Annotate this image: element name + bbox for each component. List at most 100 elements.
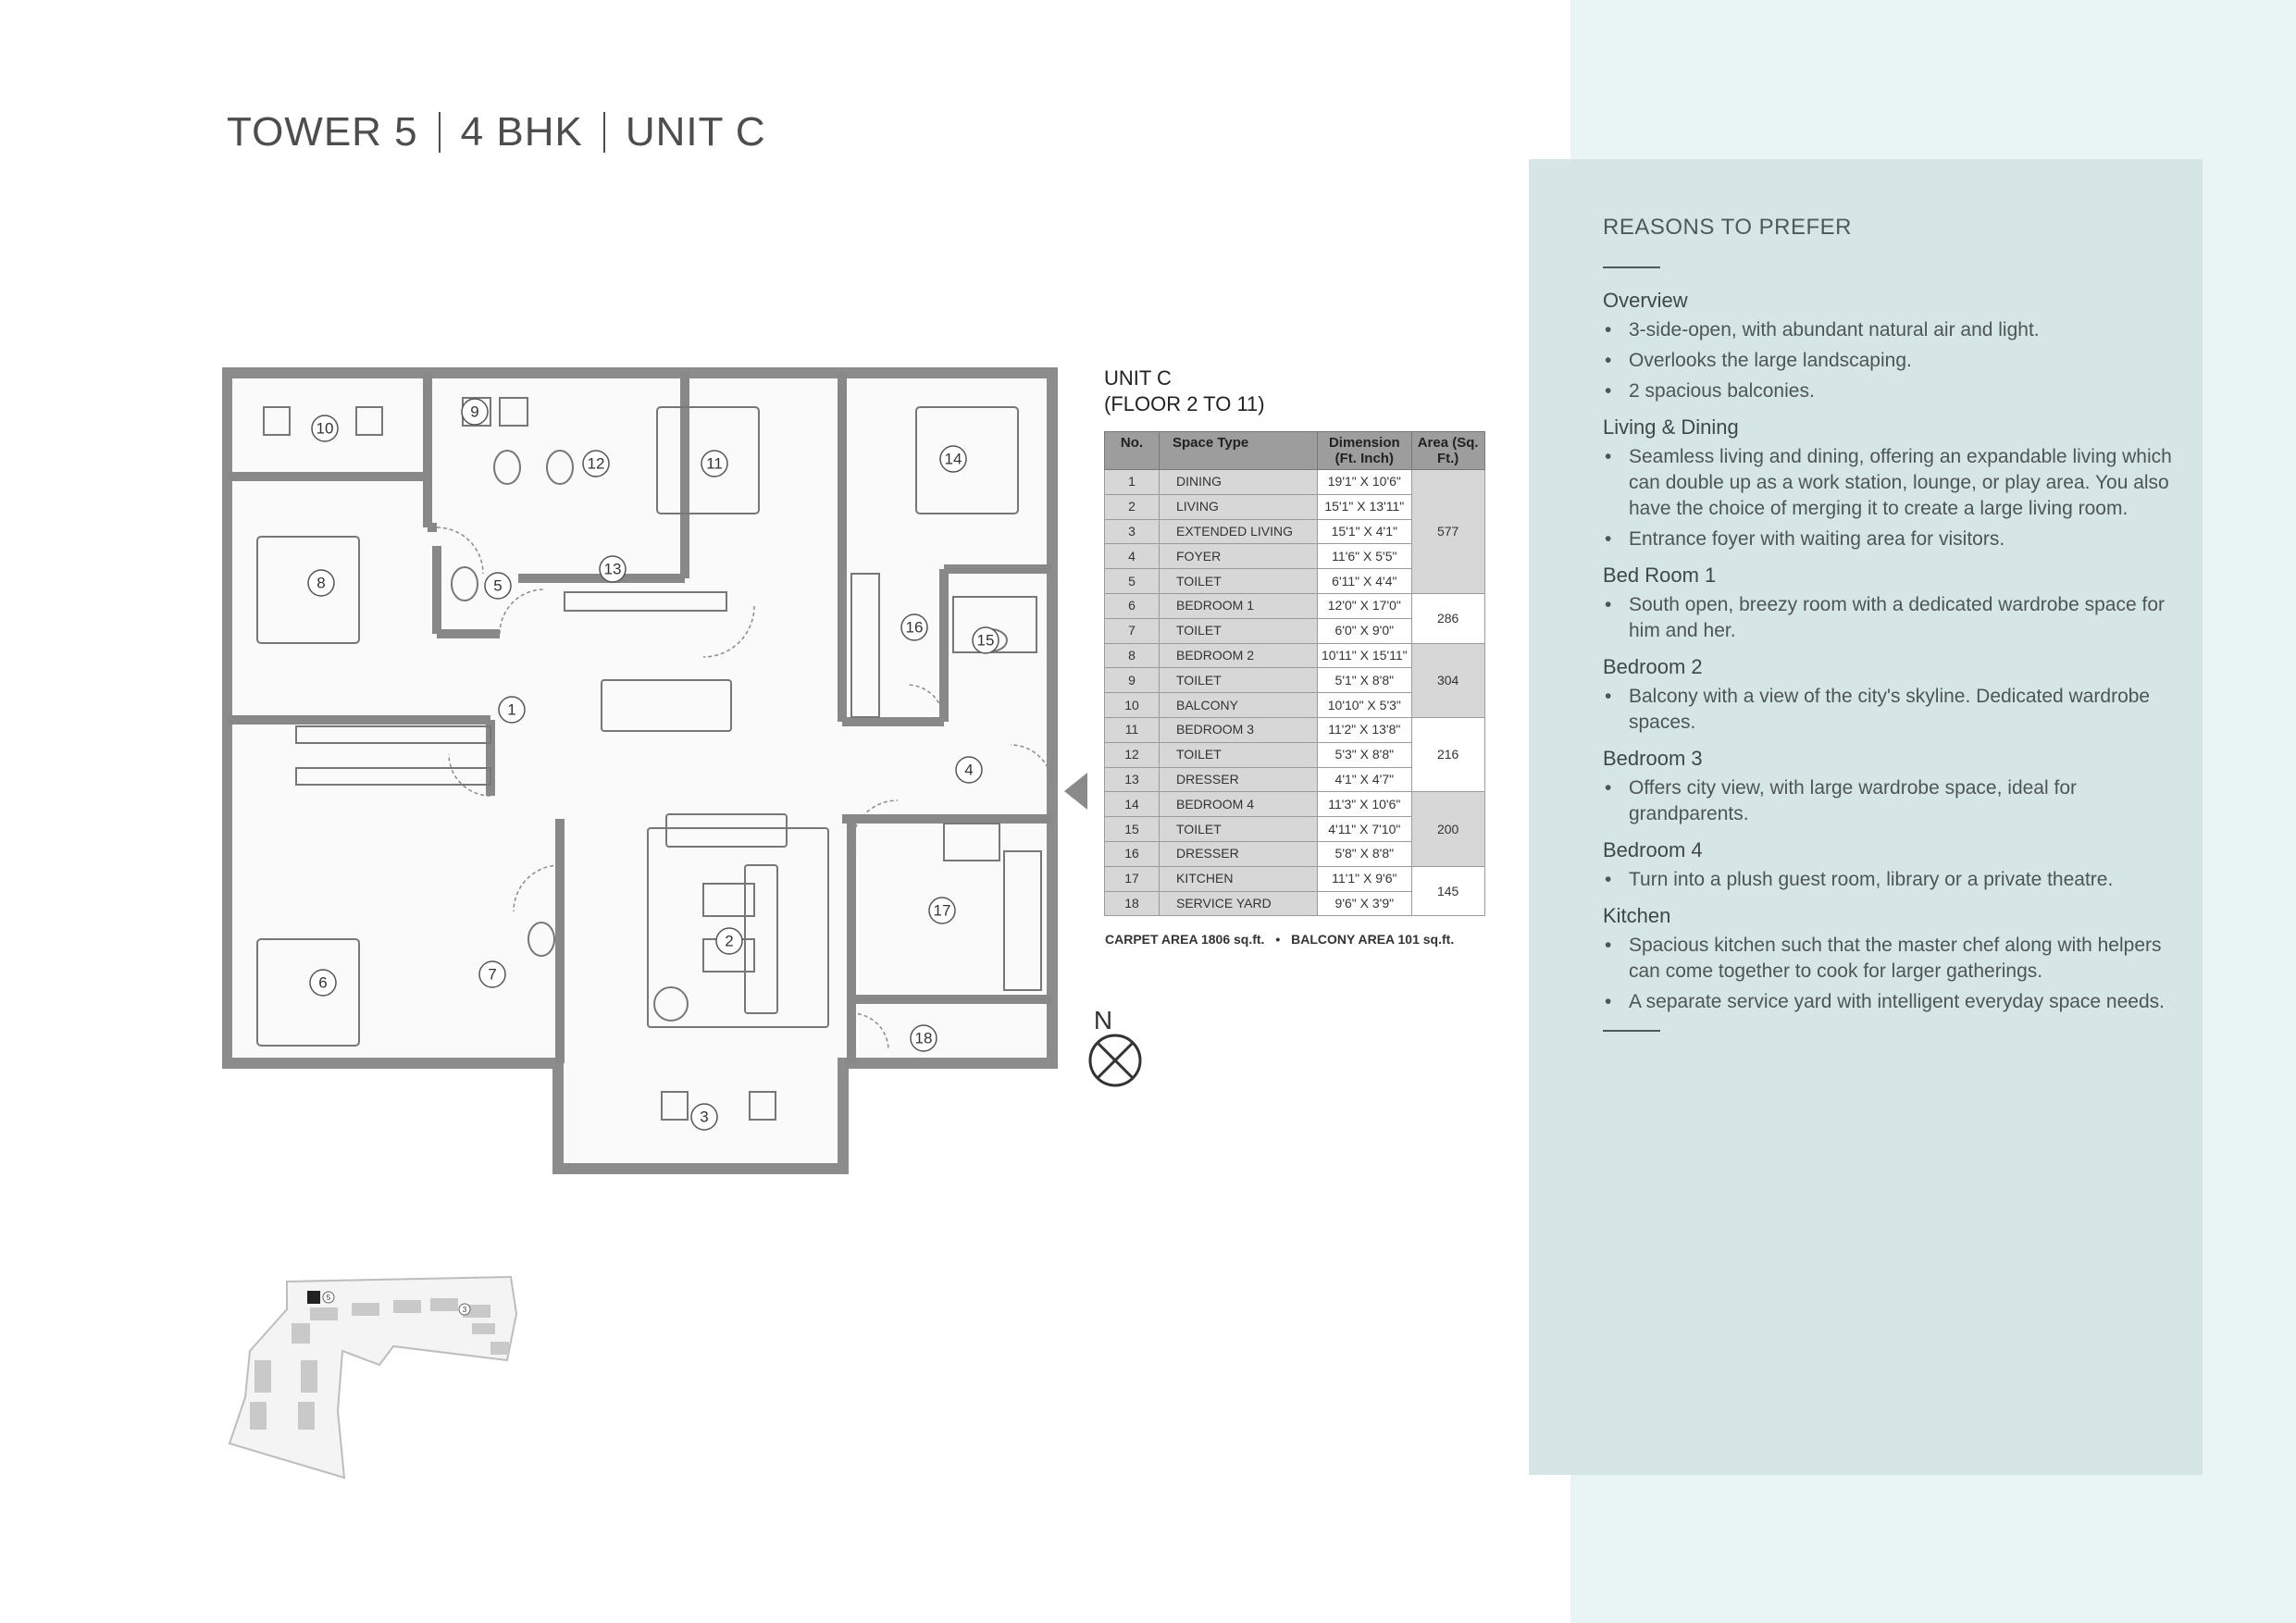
cell-no: 11 bbox=[1104, 716, 1160, 743]
room-label-15: 15 bbox=[977, 632, 995, 650]
cell-no: 17 bbox=[1104, 865, 1160, 892]
cell-space: TOILET bbox=[1159, 667, 1318, 694]
reason-item: Seamless living and dining, offering an … bbox=[1603, 444, 2177, 522]
reason-list: South open, breezy room with a dedicated… bbox=[1603, 592, 2177, 644]
unit-floors: (FLOOR 2 TO 11) bbox=[1104, 392, 1265, 415]
cell-space: SERVICE YARD bbox=[1159, 890, 1318, 917]
title-divider bbox=[602, 112, 605, 153]
reason-section-bedroom-1: Bed Room 1 South open, breezy room with … bbox=[1603, 564, 2177, 644]
cell-dimension: 12'0" X 17'0" bbox=[1317, 592, 1412, 619]
section-title: Bed Room 1 bbox=[1603, 564, 1717, 587]
cell-dimension: 5'8" X 8'8" bbox=[1317, 840, 1412, 867]
cell-no: 7 bbox=[1104, 617, 1160, 644]
cell-dimension: 11'6" X 5'5" bbox=[1317, 543, 1412, 570]
reason-item: Entrance foyer with waiting area for vis… bbox=[1603, 527, 2177, 552]
north-label: N bbox=[1094, 1006, 1112, 1035]
room-label-1: 1 bbox=[507, 701, 515, 719]
room-label-7: 7 bbox=[488, 966, 496, 984]
reason-list: Balcony with a view of the city's skylin… bbox=[1603, 684, 2177, 736]
cell-space: LIVING bbox=[1159, 493, 1318, 520]
area-summary: CARPET AREA 1806 sq.ft. • BALCONY AREA 1… bbox=[1105, 932, 1454, 947]
room-label-14: 14 bbox=[945, 451, 962, 468]
reason-section-living-dining: Living & Dining Seamless living and dini… bbox=[1603, 415, 2177, 552]
reasons-divider bbox=[1603, 266, 1660, 268]
header-dimension: Dimension (Ft. Inch) bbox=[1317, 431, 1412, 470]
area-table: No. Space Type Dimension (Ft. Inch) Area… bbox=[1104, 431, 1485, 917]
cell-space: BALCONY bbox=[1159, 692, 1318, 718]
cell-area: 145 bbox=[1410, 865, 1485, 917]
cell-space: BEDROOM 3 bbox=[1159, 716, 1318, 743]
cell-dimension: 5'3" X 8'8" bbox=[1317, 741, 1412, 768]
reason-item: Overlooks the large landscaping. bbox=[1603, 348, 2177, 374]
floor-plan: 1 2 3 4 5 6 7 8 9 10 11 12 13 14 15 16 1… bbox=[222, 367, 1087, 1174]
header-space-type: Space Type bbox=[1159, 431, 1318, 470]
site-tower-3-label: 3 bbox=[463, 1306, 467, 1314]
cell-space: BEDROOM 4 bbox=[1159, 791, 1318, 818]
site-tower-5-label: 5 bbox=[327, 1294, 331, 1302]
header-area: Area (Sq. Ft.) bbox=[1410, 431, 1485, 470]
cell-space: BEDROOM 1 bbox=[1159, 592, 1318, 619]
cell-no: 8 bbox=[1104, 642, 1160, 669]
cell-dimension: 10'11" X 15'11" bbox=[1317, 642, 1412, 669]
reason-item: 2 spacious balconies. bbox=[1603, 378, 2177, 404]
cell-area: 577 bbox=[1410, 469, 1485, 594]
table-header-row: No. Space Type Dimension (Ft. Inch) Area… bbox=[1104, 431, 1485, 470]
unit-name: UNIT C bbox=[1104, 366, 1172, 390]
config-label: 4 BHK bbox=[460, 109, 583, 155]
cell-no: 2 bbox=[1104, 493, 1160, 520]
cell-space: DINING bbox=[1159, 469, 1318, 495]
reason-item: Balcony with a view of the city's skylin… bbox=[1603, 684, 2177, 736]
unit-heading: UNIT C (FLOOR 2 TO 11) bbox=[1104, 365, 1265, 417]
cell-no: 6 bbox=[1104, 592, 1160, 619]
cell-no: 14 bbox=[1104, 791, 1160, 818]
room-label-9: 9 bbox=[470, 403, 478, 421]
reason-section-bedroom-4: Bedroom 4 Turn into a plush guest room, … bbox=[1603, 838, 2177, 893]
cell-space: KITCHEN bbox=[1159, 865, 1318, 892]
cell-dimension: 11'1" X 9'6" bbox=[1317, 865, 1412, 892]
reason-item: Turn into a plush guest room, library or… bbox=[1603, 867, 2177, 893]
reason-list: Offers city view, with large wardrobe sp… bbox=[1603, 775, 2177, 827]
carpet-area: CARPET AREA 1806 sq.ft. bbox=[1105, 932, 1265, 947]
cell-dimension: 5'1" X 8'8" bbox=[1317, 667, 1412, 694]
cell-dimension: 15'1" X 4'1" bbox=[1317, 518, 1412, 545]
section-title: Overview bbox=[1603, 289, 1688, 312]
cell-no: 3 bbox=[1104, 518, 1160, 545]
room-label-12: 12 bbox=[588, 455, 605, 473]
cell-space: DRESSER bbox=[1159, 766, 1318, 793]
cell-area: 200 bbox=[1410, 791, 1485, 867]
reasons-section: REASONS TO PREFER Overview 3-side-open, … bbox=[1603, 215, 2177, 1032]
cell-dimension: 4'11" X 7'10" bbox=[1317, 816, 1412, 842]
room-label-3: 3 bbox=[700, 1109, 708, 1126]
cell-dimension: 6'11" X 4'4" bbox=[1317, 568, 1412, 594]
reason-item: Spacious kitchen such that the master ch… bbox=[1603, 933, 2177, 985]
section-title: Bedroom 2 bbox=[1603, 655, 1703, 678]
reason-item: A separate service yard with intelligent… bbox=[1603, 989, 2177, 1015]
cell-dimension: 6'0" X 9'0" bbox=[1317, 617, 1412, 644]
reasons-title: REASONS TO PREFER bbox=[1603, 215, 1853, 240]
title-divider bbox=[438, 112, 441, 153]
room-label-16: 16 bbox=[906, 619, 924, 637]
cell-area: 286 bbox=[1410, 592, 1485, 644]
cell-no: 15 bbox=[1104, 816, 1160, 842]
cell-no: 16 bbox=[1104, 840, 1160, 867]
cell-space: BEDROOM 2 bbox=[1159, 642, 1318, 669]
reason-item: Offers city view, with large wardrobe sp… bbox=[1603, 775, 2177, 827]
room-label-10: 10 bbox=[316, 420, 334, 438]
reason-section-overview: Overview 3-side-open, with abundant natu… bbox=[1603, 289, 2177, 404]
section-title: Bedroom 4 bbox=[1603, 838, 1703, 861]
cell-no: 5 bbox=[1104, 568, 1160, 594]
reason-list: Spacious kitchen such that the master ch… bbox=[1603, 933, 2177, 1015]
